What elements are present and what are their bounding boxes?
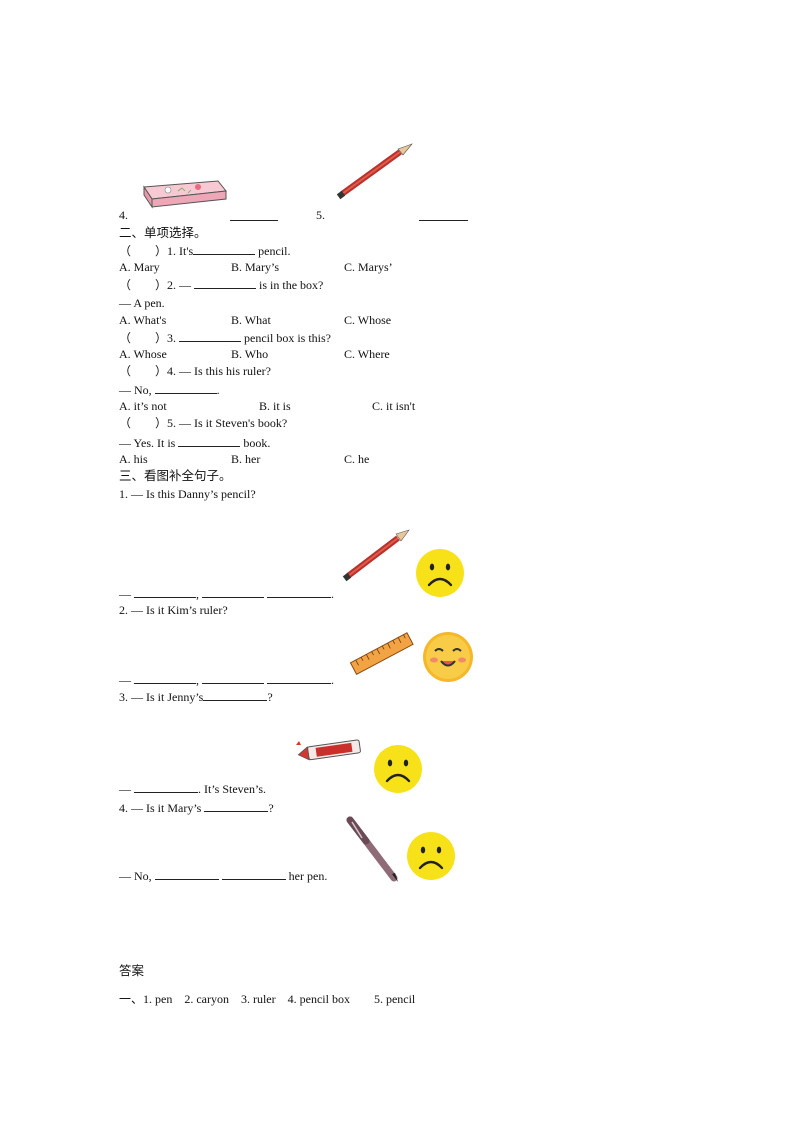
q1-option-a[interactable]: A. Mary — [119, 260, 160, 274]
s3-item2-end: . — [331, 673, 334, 687]
q4-option-b[interactable]: B. it is — [259, 399, 291, 413]
s3-item4-answer-start: — No, — [119, 869, 155, 883]
q5-blank[interactable] — [178, 435, 241, 447]
s3-item2-comma: , — [196, 673, 202, 687]
s3-item3-dash: — — [119, 782, 134, 796]
q3-option-b[interactable]: B. Who — [231, 347, 269, 361]
s3-item4-answer-line: — No, her pen. — [119, 868, 327, 884]
s3-item2-question: 2. — Is it Kim’s ruler? — [119, 603, 228, 617]
q2-option-a[interactable]: A. What's — [119, 313, 167, 327]
item-4-blank[interactable] — [230, 209, 278, 221]
ruler-picture — [348, 628, 416, 680]
pencil-picture — [342, 528, 412, 582]
q5-reply-line: — Yes. It is book. — [119, 435, 270, 451]
q1-option-c[interactable]: C. Marys’ — [344, 260, 393, 274]
q4-reply-end: . — [216, 383, 220, 397]
q1-blank[interactable] — [193, 243, 256, 255]
s3-item1-dash: — — [119, 587, 134, 601]
s3-item2-blank-3[interactable] — [267, 672, 331, 684]
q3-after: pencil box is this? — [241, 331, 332, 345]
q2-stem-line: （ ）2. — is in the box? — [119, 277, 323, 293]
answers-heading: 答案 — [119, 963, 145, 978]
q2-option-c[interactable]: C. Whose — [344, 313, 392, 327]
q5-option-c[interactable]: C. he — [344, 452, 370, 466]
q4-stem: （ ）4. — Is this his ruler? — [119, 364, 271, 378]
item-4-number: 4. — [119, 208, 128, 222]
q1-option-b[interactable]: B. Mary’s — [231, 260, 279, 274]
s3-item1-answer-line: — , . — [119, 586, 334, 602]
s3-item1-end: . — [331, 587, 334, 601]
q1-stem-line: （ ）1. It's pencil. — [119, 243, 291, 259]
s3-item4-blank-1[interactable] — [154, 868, 219, 880]
q5-reply: — Yes. It is — [119, 436, 179, 450]
happy-face-icon — [421, 630, 475, 684]
s3-item3-question-end: ? — [267, 690, 273, 704]
s3-item4-question-blank[interactable] — [204, 800, 269, 812]
q4-reply-line: — No, . — [119, 382, 220, 398]
s3-item1-comma: , — [196, 587, 202, 601]
s3-item4-blank-2[interactable] — [221, 868, 286, 880]
q5-stem: （ ）5. — Is it Steven's book? — [119, 416, 288, 430]
q4-option-c[interactable]: C. it isn't — [372, 399, 416, 413]
q2-stem: （ ）2. — — [119, 278, 195, 292]
s3-item3-answer-line: — . It’s Steven’s. — [119, 781, 266, 797]
q1-after: pencil. — [255, 244, 291, 258]
s3-item2-answer-line: — , . — [119, 672, 334, 688]
q5-reply-end: book. — [240, 436, 271, 450]
sad-face-icon — [414, 547, 466, 599]
sad-face-icon — [372, 743, 424, 795]
s3-item1-question: 1. — Is this Danny’s pencil? — [119, 487, 256, 501]
s3-item1-blank-3[interactable] — [267, 586, 331, 598]
item-5-blank[interactable] — [419, 209, 468, 221]
q2-blank[interactable] — [194, 277, 257, 289]
q4-blank[interactable] — [154, 382, 217, 394]
s3-item1-blank-1[interactable] — [134, 586, 196, 598]
s3-item3-question: 3. — Is it Jenny’s — [119, 690, 204, 704]
q2-after: is in the box? — [256, 278, 324, 292]
item-5-number: 5. — [316, 208, 325, 222]
crayon-picture — [292, 737, 366, 763]
s3-item4-question: 4. — Is it Mary’s — [119, 801, 205, 815]
s3-item2-dash: — — [119, 673, 134, 687]
pen-picture — [342, 816, 402, 884]
section-3-heading: 三、看图补全句子。 — [119, 468, 232, 483]
sad-face-icon — [405, 830, 457, 882]
q3-blank[interactable] — [179, 330, 242, 342]
q5-option-a[interactable]: A. his — [119, 452, 148, 466]
pencil-box-picture — [138, 175, 230, 211]
s3-item2-blank-2[interactable] — [202, 672, 264, 684]
q3-option-a[interactable]: A. Whose — [119, 347, 167, 361]
q2-option-b[interactable]: B. What — [231, 313, 271, 327]
q3-stem: （ ）3. — [119, 331, 180, 345]
q5-option-b[interactable]: B. her — [231, 452, 261, 466]
q4-option-a[interactable]: A. it’s not — [119, 399, 167, 413]
s3-item4-question-line: 4. — Is it Mary’s ? — [119, 800, 274, 816]
s3-item1-blank-2[interactable] — [202, 586, 264, 598]
q3-option-c[interactable]: C. Where — [344, 347, 390, 361]
s3-item4-answer-end: her pen. — [285, 869, 328, 883]
section-2-heading: 二、单项选择。 — [119, 225, 207, 240]
q1-stem: （ ）1. It's — [119, 244, 194, 258]
answers-line: 一、1. pen 2. caryon 3. ruler 4. pencil bo… — [119, 992, 416, 1006]
s3-item4-question-end: ? — [268, 801, 274, 815]
pencil-picture-top — [336, 142, 416, 200]
s3-item2-blank-1[interactable] — [134, 672, 196, 684]
q4-reply: — No, — [119, 383, 155, 397]
q2-reply: — A pen. — [119, 296, 165, 310]
s3-item3-blank[interactable] — [134, 781, 198, 793]
q3-stem-line: （ ）3. pencil box is this? — [119, 330, 331, 346]
s3-item3-question-line: 3. — Is it Jenny’s? — [119, 689, 273, 705]
s3-item3-question-blank[interactable] — [203, 689, 268, 701]
s3-item3-answer-end: . It’s Steven’s. — [198, 782, 266, 796]
